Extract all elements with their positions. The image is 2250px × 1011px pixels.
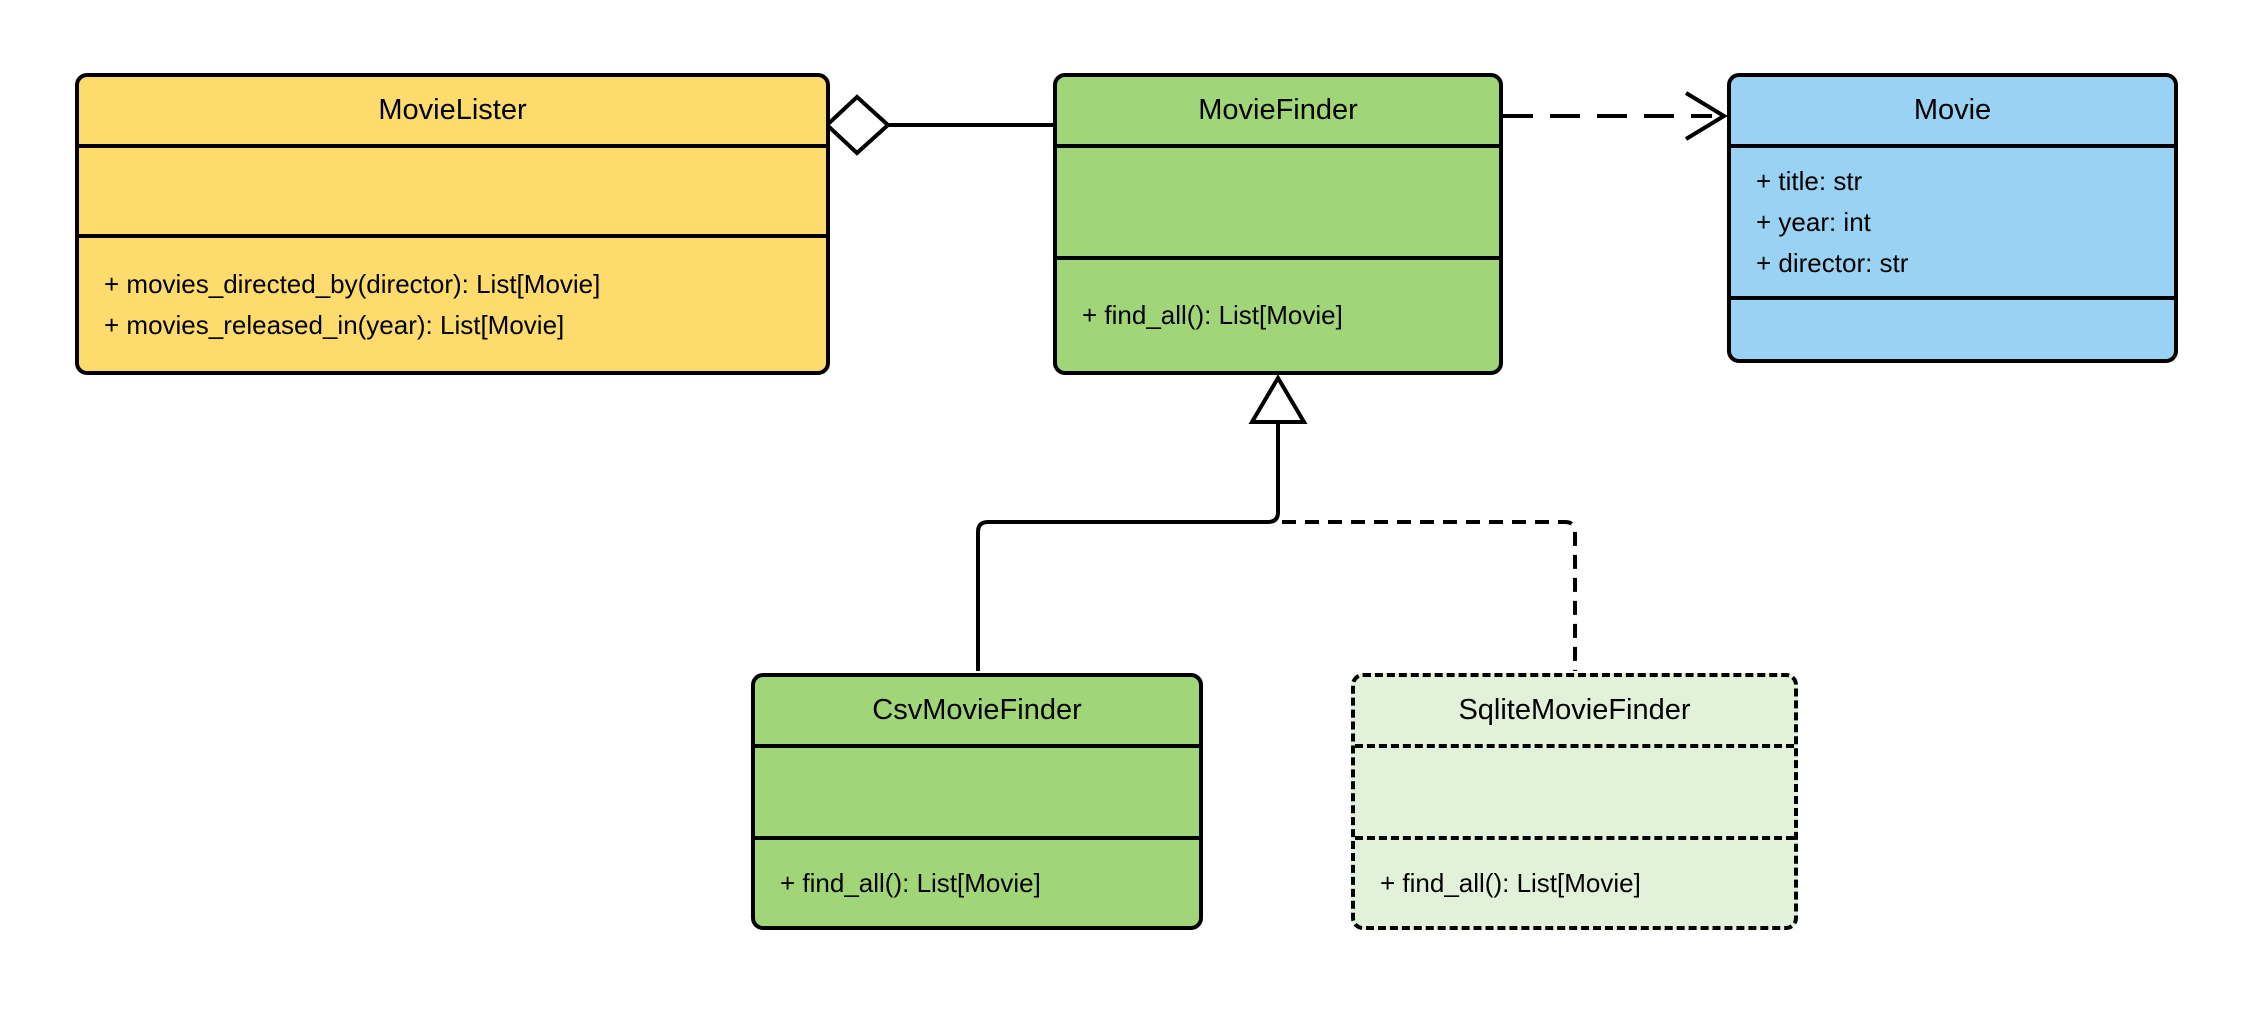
realization-dashed-line-sqlite	[1282, 520, 1577, 671]
class-sqlitemoviefinder-title: SqliteMovieFinder	[1458, 694, 1691, 726]
method-line: + movies_released_in(year): List[Movie]	[104, 309, 565, 340]
class-sqlitemoviefinder-methods-section: + find_all(): List[Movie]	[1355, 836, 1794, 926]
method-line: + movies_directed_by(director): List[Mov…	[104, 268, 601, 299]
class-movielister: MovieLister + movies_directed_by(directo…	[75, 73, 830, 375]
class-csvmoviefinder-title: CsvMovieFinder	[872, 694, 1082, 726]
method-line: + find_all(): List[Movie]	[780, 867, 1041, 898]
class-moviefinder-title: MovieFinder	[1198, 94, 1358, 126]
class-movielister-methods-section: + movies_directed_by(director): List[Mov…	[79, 234, 826, 371]
class-sqlitemoviefinder: SqliteMovieFinder + find_all(): List[Mov…	[1351, 673, 1798, 930]
attribute-line: + year: int	[1756, 206, 1871, 237]
class-movielister-title: MovieLister	[378, 94, 527, 126]
class-csvmoviefinder-methods-section: + find_all(): List[Movie]	[755, 836, 1199, 926]
method-line: + find_all(): List[Movie]	[1082, 300, 1343, 330]
generalization-hollow-triangle-icon	[1248, 374, 1308, 424]
class-movie-title: Movie	[1913, 94, 1992, 126]
class-moviefinder-attributes-section	[1057, 144, 1499, 256]
method-line: + find_all(): List[Movie]	[1380, 867, 1641, 898]
attribute-line: + director: str	[1756, 247, 1909, 278]
attribute-line: + title: str	[1756, 165, 1863, 196]
generalization-solid-line-csv	[976, 424, 1280, 671]
class-csvmoviefinder: CsvMovieFinder + find_all(): List[Movie]	[751, 673, 1203, 930]
dependency-open-arrowhead-icon	[1684, 91, 1728, 141]
aggregation-hollow-diamond-icon	[824, 94, 891, 156]
class-sqlitemoviefinder-attributes-section	[1355, 744, 1794, 836]
class-movielister-attributes-section	[79, 144, 826, 234]
class-movie-attributes-section: + title: str + year: int + director: str	[1731, 144, 2174, 296]
class-moviefinder: MovieFinder + find_all(): List[Movie]	[1053, 73, 1503, 375]
class-movie: Movie + title: str + year: int + directo…	[1727, 73, 2178, 363]
class-csvmoviefinder-attributes-section	[755, 744, 1199, 836]
class-movie-methods-section	[1731, 296, 2174, 359]
class-moviefinder-methods-section: + find_all(): List[Movie]	[1057, 256, 1499, 371]
